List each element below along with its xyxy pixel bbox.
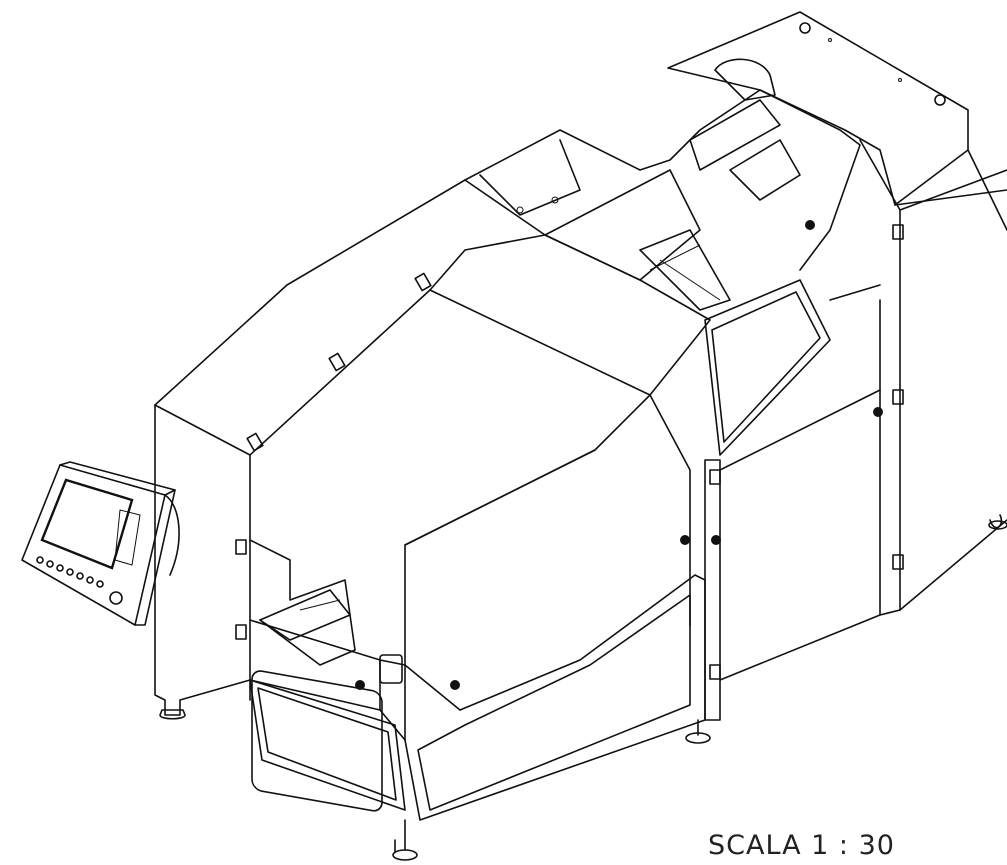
front-lower-panel xyxy=(355,574,706,821)
hmi-screen xyxy=(40,478,134,570)
rear-upper-cabinet xyxy=(667,11,1007,231)
control-panel-hmi xyxy=(21,461,180,626)
top-chute-assembly xyxy=(464,89,861,311)
scale-label: SCALA 1 : 30 xyxy=(708,830,895,861)
lower-left-window xyxy=(249,679,406,811)
right-side-frame xyxy=(704,139,1007,721)
right-window-panel xyxy=(704,279,883,545)
main-top-cover xyxy=(154,179,711,666)
top-cover-hinges xyxy=(235,224,904,680)
left-opening-tray xyxy=(249,539,356,666)
left-cabinet-body xyxy=(154,404,406,812)
leveling-feet xyxy=(159,520,1007,861)
